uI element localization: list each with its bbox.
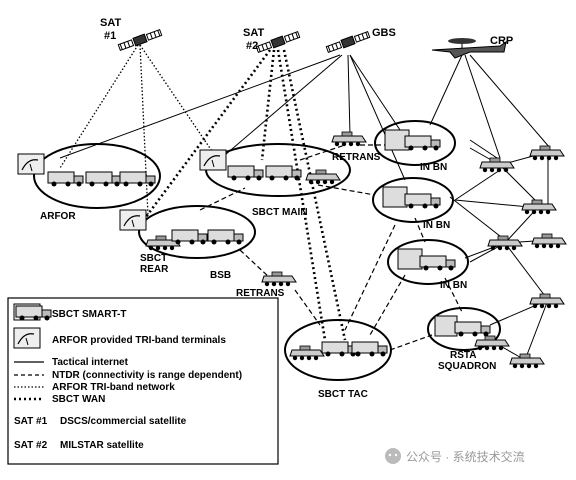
- link-retrans-tac: [294, 289, 321, 326]
- link-gbs-arfor: [59, 54, 341, 159]
- rsta-label-line1: RSTA: [450, 350, 476, 361]
- link-crp-inbn1: [429, 54, 463, 126]
- link-inbn2-tac: [344, 224, 396, 331]
- link-gbs-retrans: [347, 54, 351, 136]
- sbct-rear-label-line1: SBCT: [140, 253, 167, 264]
- sat2-label-line2: #2: [246, 40, 258, 52]
- sat1-label-line2: #1: [104, 30, 116, 42]
- node-sbct-rear: SBCT REAR BSB: [119, 205, 256, 281]
- link-crp-east: [469, 54, 551, 149]
- legend-arfor-triband: ARFOR TRI-band network: [14, 382, 175, 393]
- legend-tactical-internet-label: Tactical internet: [52, 357, 129, 368]
- sat1-label-line1: SAT: [100, 17, 121, 29]
- watermark: 公众号 · 系统技术交流: [385, 448, 525, 464]
- legend-sat1: SAT #1 DSCS/commercial satellite: [14, 416, 187, 427]
- sat2-node: SAT #2: [243, 27, 301, 54]
- link-inbn3-tac: [369, 274, 406, 336]
- triband-terminal-icon: [17, 153, 45, 175]
- gbs-node: GBS: [325, 27, 396, 54]
- legend: SBCT SMART-T ARFOR provided TRI-band ter…: [7, 297, 279, 465]
- triband-terminal-icon: [119, 209, 147, 231]
- sbct-main-label: SBCT MAIN: [252, 207, 308, 218]
- legend-box: [7, 297, 279, 465]
- sbct-rear-label-line2: REAR: [140, 264, 169, 275]
- legend-sat2: SAT #2 MILSTAR satellite: [14, 440, 144, 451]
- link-crp-east2: [464, 54, 501, 159]
- in-bn-1-label: IN BN: [420, 162, 447, 173]
- link-tac-rsta: [389, 334, 433, 351]
- node-retrans-top: RETRANS: [331, 131, 381, 163]
- link-sat1-arfor: [59, 44, 139, 169]
- node-in-bn-3: IN BN: [387, 239, 469, 291]
- legend-sat2-key: SAT #2: [14, 440, 48, 451]
- link-main-inbn2: [317, 184, 376, 196]
- legend-smart-t-label: SBCT SMART-T: [52, 309, 126, 320]
- legend-sbct-wan-label: SBCT WAN: [52, 394, 105, 405]
- gbs-label: GBS: [372, 27, 396, 39]
- link-inbn3-rsta: [444, 277, 463, 313]
- legend-sat1-desc: DSCS/commercial satellite: [60, 416, 187, 427]
- node-sbct-tac: SBCT TAC: [284, 319, 392, 400]
- sbct-tac-label: SBCT TAC: [318, 389, 368, 400]
- crp-node: CRP: [431, 35, 513, 59]
- wechat-icon: [385, 448, 401, 464]
- link-sat1-rear: [139, 44, 149, 216]
- node-in-bn-2: IN BN: [372, 177, 454, 231]
- legend-arfor-triband-label: ARFOR TRI-band network: [52, 382, 175, 393]
- triband-terminal-icon: [199, 149, 227, 171]
- link-gbs-main: [224, 54, 343, 156]
- link-sat1-main: [139, 44, 219, 161]
- aircraft-icon: [431, 40, 507, 59]
- retrans-mid-label: RETRANS: [236, 288, 285, 299]
- rsta-label-line2: SQUADRON: [438, 361, 496, 372]
- retrans-top-label: RETRANS: [332, 152, 381, 163]
- legend-arfor-terminals: ARFOR provided TRI-band terminals: [13, 327, 226, 349]
- legend-tactical-internet: Tactical internet: [14, 357, 129, 368]
- arfor-label: ARFOR: [40, 211, 76, 222]
- crp-label: CRP: [490, 35, 513, 47]
- link-sat2-rear: [138, 49, 272, 226]
- link-sat2-tac-b: [282, 49, 347, 341]
- tactical-internet-vehicles: [474, 145, 567, 369]
- legend-smart-t: SBCT SMART-T: [13, 303, 126, 321]
- in-bn-2-label: IN BN: [423, 220, 450, 231]
- watermark-text: 公众号 · 系统技术交流: [406, 449, 525, 464]
- legend-arfor-terminals-label: ARFOR provided TRI-band terminals: [52, 335, 226, 346]
- legend-sat1-key: SAT #1: [14, 416, 48, 427]
- link-sat2-main: [260, 49, 276, 161]
- legend-ntdr: NTDR (connectivity is range dependent): [14, 370, 242, 381]
- node-rsta-squadron: RSTA SQUADRON: [427, 307, 501, 372]
- sat2-label-line1: SAT: [243, 27, 264, 39]
- legend-sat2-desc: MILSTAR satellite: [60, 440, 144, 451]
- node-retrans-mid: RETRANS: [236, 271, 297, 299]
- link-gbs-inbn1: [349, 54, 401, 131]
- node-sbct-main: SBCT MAIN: [199, 143, 351, 218]
- link-gbs-inbn2: [349, 54, 406, 181]
- link-rear-retrans: [239, 249, 271, 279]
- sat1-node: SAT #1: [100, 17, 163, 52]
- bsb-label: BSB: [210, 270, 231, 281]
- legend-sbct-wan: SBCT WAN: [14, 394, 105, 405]
- node-in-bn-1: IN BN: [374, 120, 456, 173]
- in-bn-3-label: IN BN: [440, 280, 467, 291]
- legend-ntdr-label: NTDR (connectivity is range dependent): [52, 370, 242, 381]
- node-arfor: ARFOR: [17, 143, 161, 222]
